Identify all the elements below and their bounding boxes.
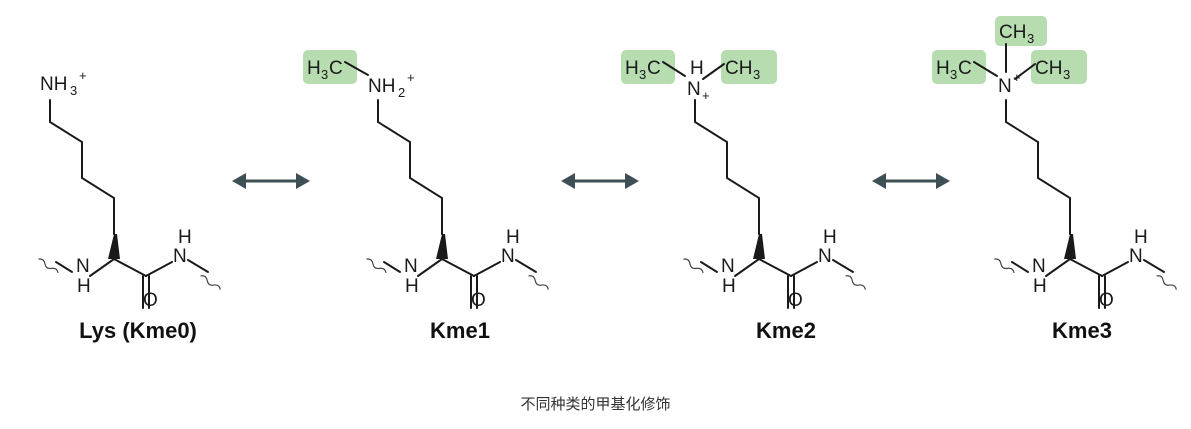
svg-text:H: H [77,276,91,297]
structure-kme3 [994,99,1177,309]
equilibrium-arrow-2 [561,173,639,189]
svg-text:2: 2 [398,85,405,100]
kme2-methyl-2: CH [725,58,752,79]
svg-text:3: 3 [753,67,760,82]
methyl-highlight [303,50,357,84]
structure-kme1 [366,99,549,309]
kme3-methyl-2: CH [1035,58,1062,79]
kme2-methyl-1: H [625,58,639,79]
svg-text:H: H [178,227,192,248]
kme2-carbonyl-o: O [788,290,803,311]
kme3-amine-n: N [1032,256,1046,277]
svg-text:H: H [506,227,520,248]
methyl-highlight [621,50,675,84]
svg-text:+: + [407,70,415,85]
svg-text:H: H [690,58,704,79]
svg-text:3: 3 [70,83,77,98]
structure-label-kme0: Lys (Kme0) [79,318,197,343]
svg-text:+: + [79,68,87,83]
kme0-atoms: NH 3 + N H N H O [40,68,192,311]
kme2-top-group: N [687,79,701,100]
kme3-amide-n: N [1129,246,1143,267]
equilibrium-arrow-1 [232,173,310,189]
equilibrium-arrow-3 [872,173,950,189]
svg-text:H: H [1033,276,1047,297]
methyl-highlight [932,50,986,84]
svg-text:+: + [702,88,710,103]
methyl-highlight [995,16,1047,46]
kme2-atoms: H 3 C H N + CH 3 N H N H O [621,50,837,311]
kme3-top-group: N [998,76,1012,97]
structure-label-kme3: Kme3 [1052,318,1112,343]
methyl-highlight [1031,50,1087,84]
svg-text:H: H [823,227,837,248]
kme1-amine-n: N [404,256,418,277]
kme2-amine-n: N [721,256,735,277]
svg-text:H: H [405,276,419,297]
svg-text:C: C [329,58,343,79]
svg-text:3: 3 [1063,67,1070,82]
svg-text:3: 3 [321,67,328,82]
kme0-amine-n: N [76,256,90,277]
structure-kme0 [38,99,221,309]
kme3-carbonyl-o: O [1099,290,1114,311]
svg-text:3: 3 [639,67,646,82]
methyl-highlight [721,50,777,84]
kme3-atoms: CH 3 H 3 C N + CH 3 N H N H O [932,16,1148,311]
kme0-amide-n: N [173,246,187,267]
kme1-amide-n: N [501,246,515,267]
structure-label-kme1: Kme1 [430,318,490,343]
structure-label-kme2: Kme2 [756,318,816,343]
figure-caption: 不同种类的甲基化修饰 [520,395,671,413]
svg-text:C: C [958,58,972,79]
kme3-methyl-top: CH [999,22,1026,43]
svg-text:C: C [647,58,661,79]
svg-text:3: 3 [1027,31,1034,46]
kme1-methyl-1: H [307,58,321,79]
structure-kme2 [683,99,866,309]
kme1-atoms: H 3 C NH 2 + N H N H O [303,50,520,311]
svg-text:H: H [722,276,736,297]
kme2-amide-n: N [818,246,832,267]
kme0-top-group: NH [40,74,67,95]
svg-text:3: 3 [950,67,957,82]
kme0-carbonyl-o: O [143,290,158,311]
kme1-top-group: NH [368,76,395,97]
kme1-carbonyl-o: O [471,290,486,311]
kme3-methyl-1: H [936,58,950,79]
svg-text:H: H [1134,227,1148,248]
